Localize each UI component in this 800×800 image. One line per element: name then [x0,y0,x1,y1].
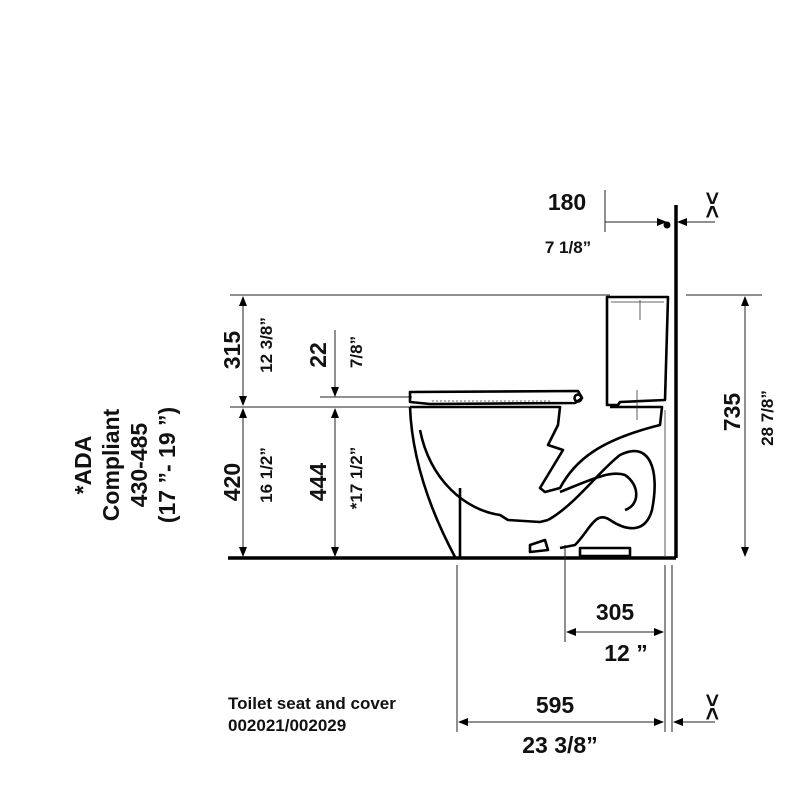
wall-marker [663,221,671,229]
tank-height-in: 12 3/8” [257,317,276,373]
seat-note-title: Toilet seat and cover [228,694,396,713]
dimension-arrows [239,218,749,726]
rough-in-mm: 305 [596,599,635,625]
ada-line-3: 430-485 [126,423,152,508]
ada-note: *ADA Compliant 430-485 (17 ”- 19 ”) [70,407,180,523]
tank-height-mm: 315 [219,331,245,370]
wall-symbol-bottom: >< [699,694,725,721]
seat-note-codes: 002021/002029 [228,716,346,735]
total-height-in: 28 7/8” [758,390,777,446]
rim-height-in: 16 1/2” [257,447,276,503]
seat-thickness-in: 7/8” [347,336,366,368]
seat-height-in: *17 1/2” [347,447,366,509]
wall-symbol-top: >< [699,192,725,219]
wall-offset-mm: 180 [548,189,586,215]
wall-offset-in: 7 1/8” [545,238,591,257]
total-height-mm: 735 [719,393,745,432]
seat-thickness-mm: 22 [305,342,331,368]
extension-lines [230,190,762,732]
depth-in: 23 3/8” [522,732,597,758]
ada-line-4: (17 ”- 19 ”) [154,407,180,523]
rim-height-mm: 420 [219,463,245,501]
ada-line-1: *ADA [70,436,96,495]
rough-in-in: 12 ” [604,640,647,666]
seat-height-mm: 444 [305,463,331,502]
depth-mm: 595 [536,692,575,718]
ada-line-2: Compliant [98,408,124,521]
toilet-side-view [408,295,670,558]
